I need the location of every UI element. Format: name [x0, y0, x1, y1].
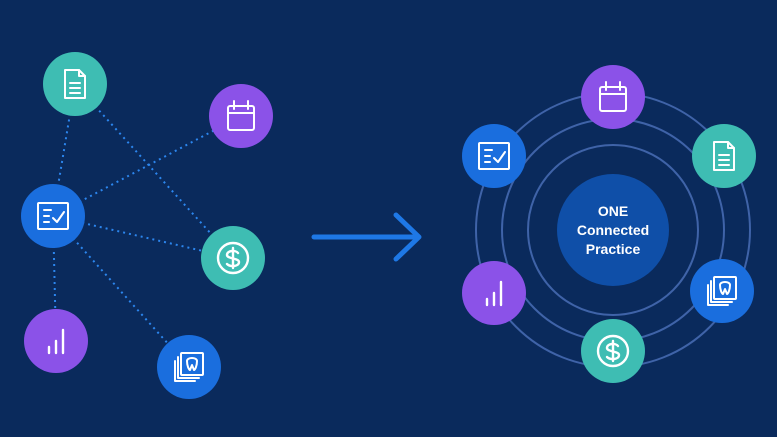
inner-ring [527, 144, 699, 316]
dollar-node-right [581, 319, 645, 383]
arrow [311, 212, 422, 262]
bar-chart-node-left [24, 309, 88, 373]
tooth-records-node-left [157, 335, 221, 399]
checklist-node-right [462, 124, 526, 188]
connector-doc-dollar [74, 83, 234, 259]
checklist-node-left [21, 184, 85, 248]
arrow-head-icon [393, 212, 422, 262]
connected-hub [462, 65, 756, 383]
scattered-network [21, 52, 273, 399]
calendar-node-right [581, 65, 645, 129]
document-node-right [692, 124, 756, 188]
hub-label: ONE Connected Practice [556, 190, 670, 270]
document-node-left [43, 52, 107, 116]
hub-label-line-3: Practice [585, 240, 641, 257]
connector-doc-check [52, 83, 76, 217]
connector-check-tooth [52, 215, 190, 368]
hub-label-line-2: Connected [576, 221, 650, 238]
tooth-records-node-right [690, 259, 754, 323]
bar-chart-node-right [462, 261, 526, 325]
hub-circle [557, 174, 669, 286]
calendar-node-left [209, 84, 273, 148]
dollar-node-left [201, 226, 265, 290]
hub-label-line-1: ONE [597, 202, 629, 219]
